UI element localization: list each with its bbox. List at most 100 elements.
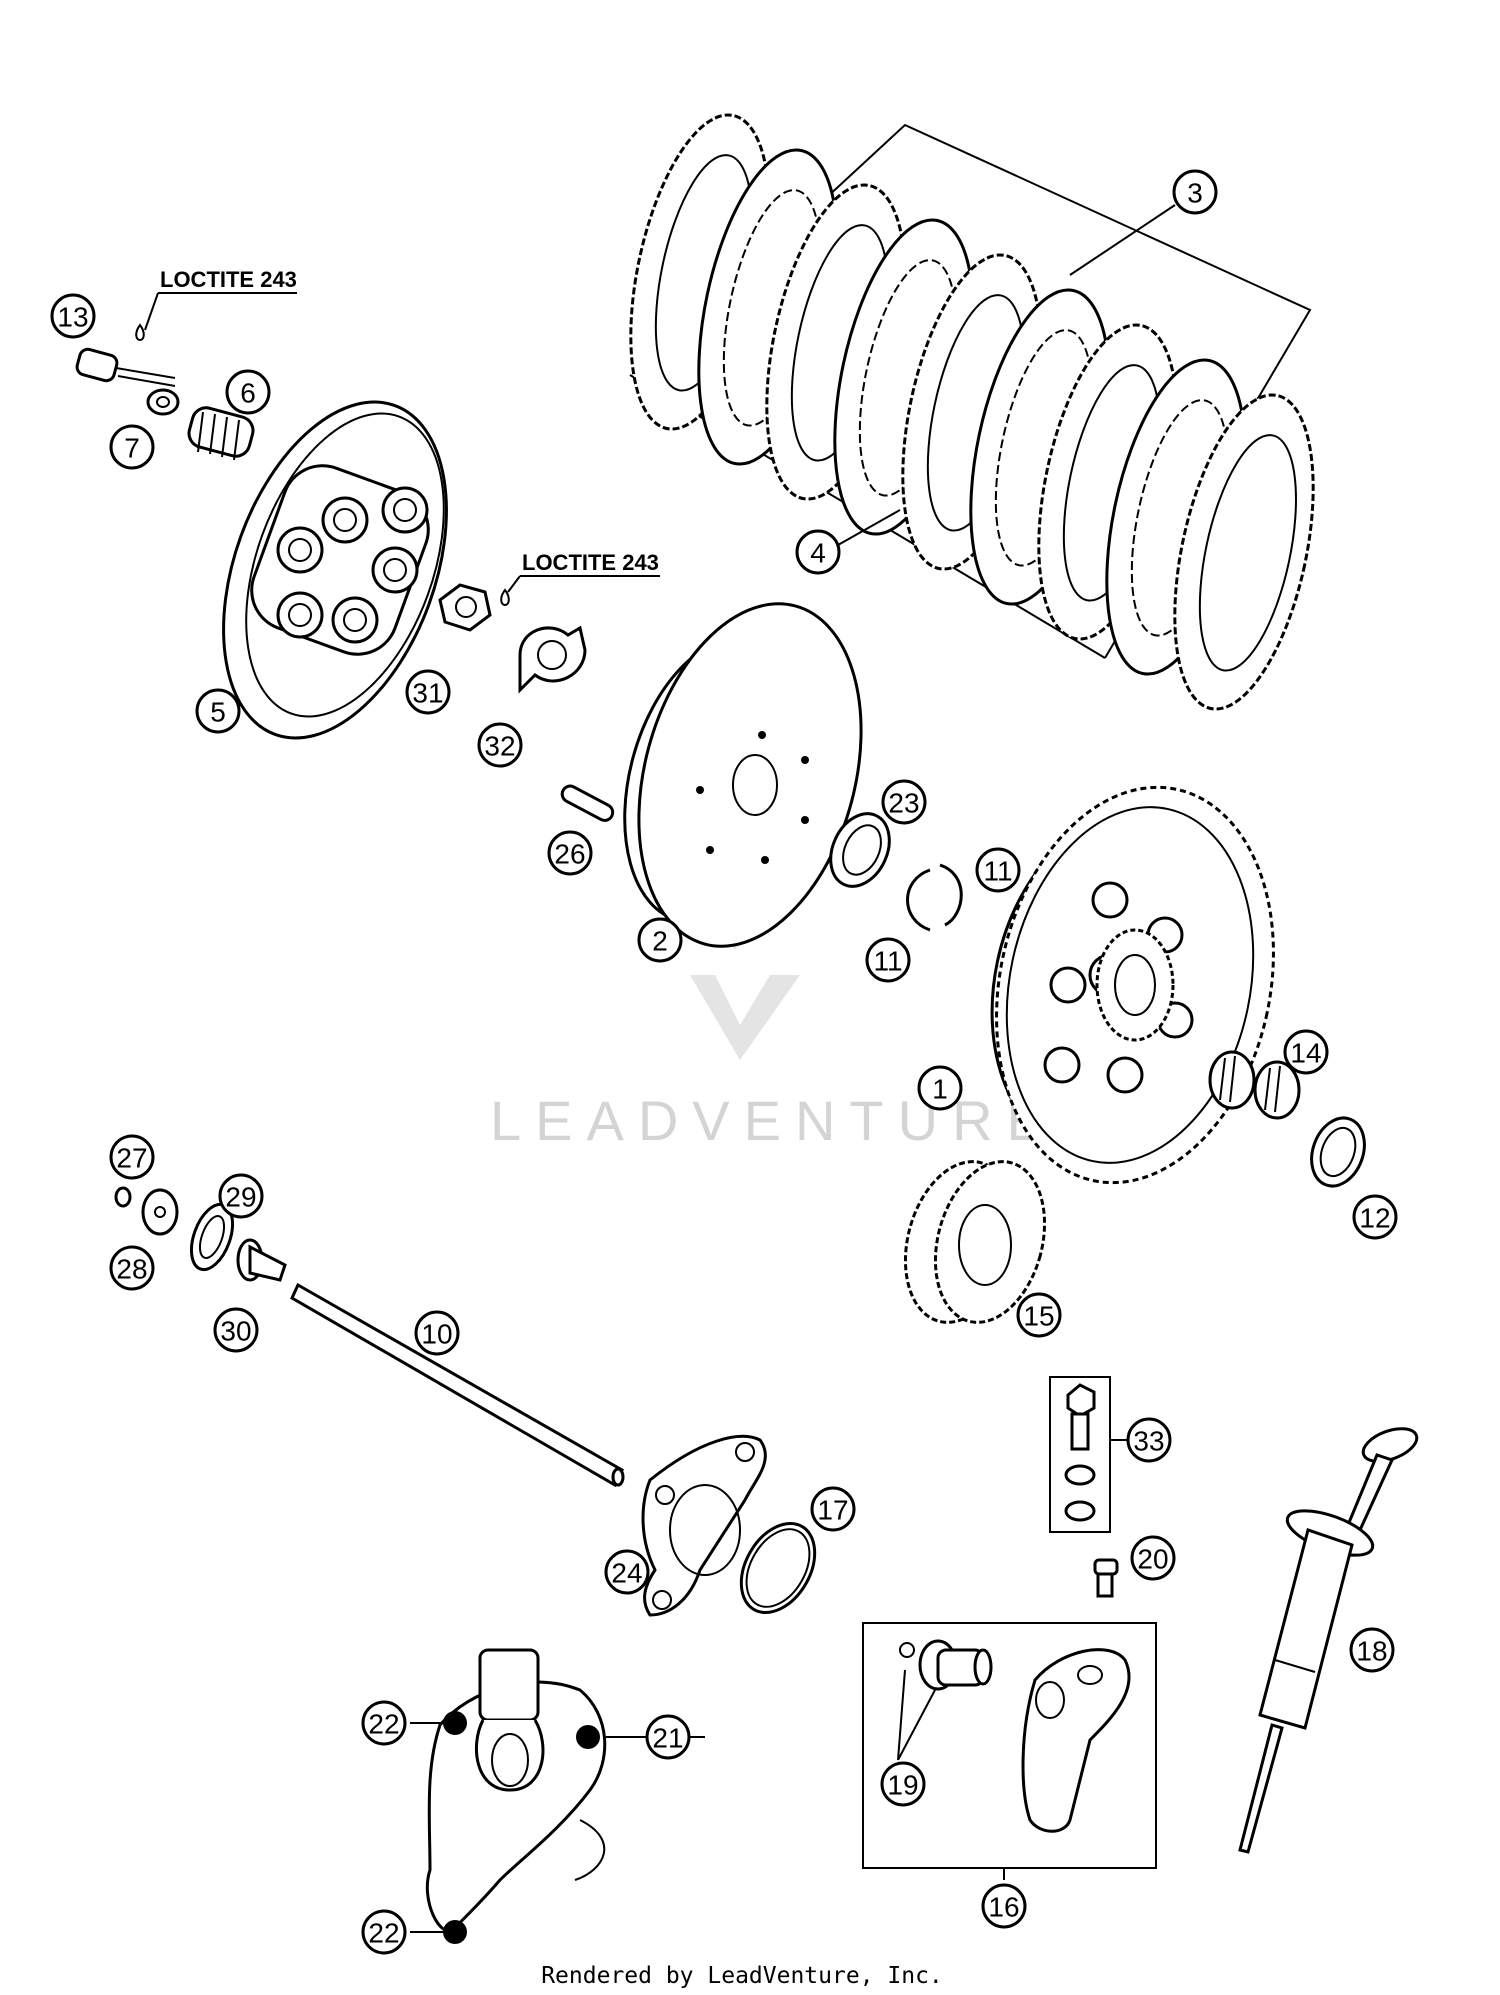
callout-18: 18 — [1349, 1627, 1395, 1673]
callout-1: 1 — [917, 1065, 963, 1111]
pressure-cap — [222, 400, 448, 740]
callout-number: 6 — [240, 378, 256, 409]
callout-number: 12 — [1359, 1203, 1390, 1234]
callout-circle — [414, 1310, 460, 1356]
thrust-washer — [829, 812, 891, 888]
callout-20: 20 — [1130, 1535, 1176, 1581]
callout-30: 30 — [213, 1307, 259, 1353]
callout-3: 3 — [1172, 169, 1218, 215]
callout-circle — [917, 1065, 963, 1111]
friction-disc — [1173, 393, 1315, 711]
callout-22: 22 — [361, 1909, 407, 1955]
callout-circle — [1283, 1029, 1329, 1075]
callout-number: 4 — [810, 538, 826, 569]
callout-number: 18 — [1356, 1636, 1387, 1667]
callout-circle — [645, 1714, 691, 1760]
clutch-plate-stack — [629, 113, 1315, 711]
callout-number: 29 — [225, 1182, 256, 1213]
callout-number: 7 — [124, 433, 140, 464]
loctite-note-top: LOCTITE 243 — [160, 267, 297, 292]
callout-number: 16 — [988, 1892, 1019, 1923]
callout-number: 20 — [1137, 1544, 1168, 1575]
callout-circle — [50, 293, 96, 339]
footer-credit: Rendered by LeadVenture, Inc. — [541, 1963, 943, 1989]
callout-26: 26 — [547, 830, 593, 876]
callout-circle — [810, 1486, 856, 1532]
slave-cylinder-kit — [862, 1622, 1157, 1869]
pushrod-washer — [141, 1188, 179, 1236]
callout-14: 14 — [1283, 1029, 1329, 1075]
callout-number: 3 — [1187, 178, 1203, 209]
callout-5: 5 — [195, 688, 241, 734]
callout-circle — [109, 1245, 155, 1291]
callout-17: 17 — [810, 1486, 856, 1532]
callout-circle — [109, 424, 155, 470]
callout-circle — [637, 917, 683, 963]
callout-32: 32 — [477, 722, 523, 768]
bleeding-syringe — [1238, 1427, 1419, 1854]
callout-number: 33 — [1133, 1426, 1164, 1457]
half-rings — [906, 863, 963, 932]
callout-circle — [361, 1909, 407, 1955]
callout-circle — [405, 669, 451, 715]
cap-spring — [187, 406, 255, 461]
hub-pin — [560, 784, 615, 822]
callout-7: 7 — [109, 424, 155, 470]
callout-circle — [1172, 169, 1218, 215]
callout-circle — [880, 1761, 926, 1807]
callout-number: 30 — [220, 1316, 251, 1347]
callout-11: 11 — [865, 937, 911, 983]
callout-number: 28 — [116, 1254, 147, 1285]
callout-16: 16 — [981, 1883, 1027, 1929]
callout-circle — [975, 847, 1021, 893]
callout-circle — [1130, 1535, 1176, 1581]
callout-circle — [213, 1307, 259, 1353]
callout-circle — [361, 1700, 407, 1746]
callout-number: 27 — [116, 1143, 147, 1174]
primary-gear — [903, 1160, 1047, 1324]
callout-circle — [865, 937, 911, 983]
banjo-bolt-kit — [1049, 1376, 1111, 1533]
callout-number: 11 — [983, 856, 1012, 887]
callout-number: 32 — [484, 731, 515, 762]
callout-number: 1 — [932, 1074, 948, 1105]
callout-circle — [881, 779, 927, 825]
needle-bearings — [1208, 1050, 1301, 1120]
callout-10: 10 — [414, 1310, 460, 1356]
callout-number: 11 — [873, 946, 902, 977]
hub-nut — [438, 583, 510, 632]
outer-clutch-basket — [990, 785, 1275, 1185]
callout-4: 4 — [795, 529, 841, 575]
callout-circle — [604, 1549, 650, 1595]
cap-bolt — [75, 323, 176, 387]
pressure-piece — [236, 1238, 287, 1282]
basket-washer — [1310, 1116, 1366, 1188]
callout-circle — [981, 1883, 1027, 1929]
callout-number: 2 — [652, 926, 668, 957]
callout-circle — [1352, 1194, 1398, 1240]
inner-clutch-hub — [623, 602, 863, 948]
loctite-note-mid: LOCTITE 243 — [522, 550, 659, 575]
callout-layer: 1234567101111121314151617181920212222232… — [50, 169, 1398, 1955]
circlip — [114, 1186, 132, 1208]
callout-number: 21 — [652, 1723, 683, 1754]
callout-number: 10 — [421, 1319, 452, 1350]
callout-number: 24 — [611, 1558, 642, 1589]
callout-2: 2 — [637, 917, 683, 963]
callout-number: 23 — [888, 788, 919, 819]
callout-31: 31 — [405, 669, 451, 715]
callout-number: 17 — [817, 1495, 848, 1526]
callout-number: 13 — [57, 302, 88, 333]
callout-12: 12 — [1352, 1194, 1398, 1240]
callout-15: 15 — [1016, 1292, 1062, 1338]
callout-circle — [547, 830, 593, 876]
callout-28: 28 — [109, 1245, 155, 1291]
callout-22: 22 — [361, 1700, 407, 1746]
callout-circle — [109, 1134, 155, 1180]
cap-washer — [146, 388, 180, 416]
callout-circle — [218, 1173, 264, 1219]
lock-washer — [518, 625, 587, 694]
callout-19: 19 — [880, 1761, 926, 1807]
bleed-screw — [1093, 1558, 1119, 1598]
callout-24: 24 — [604, 1549, 650, 1595]
